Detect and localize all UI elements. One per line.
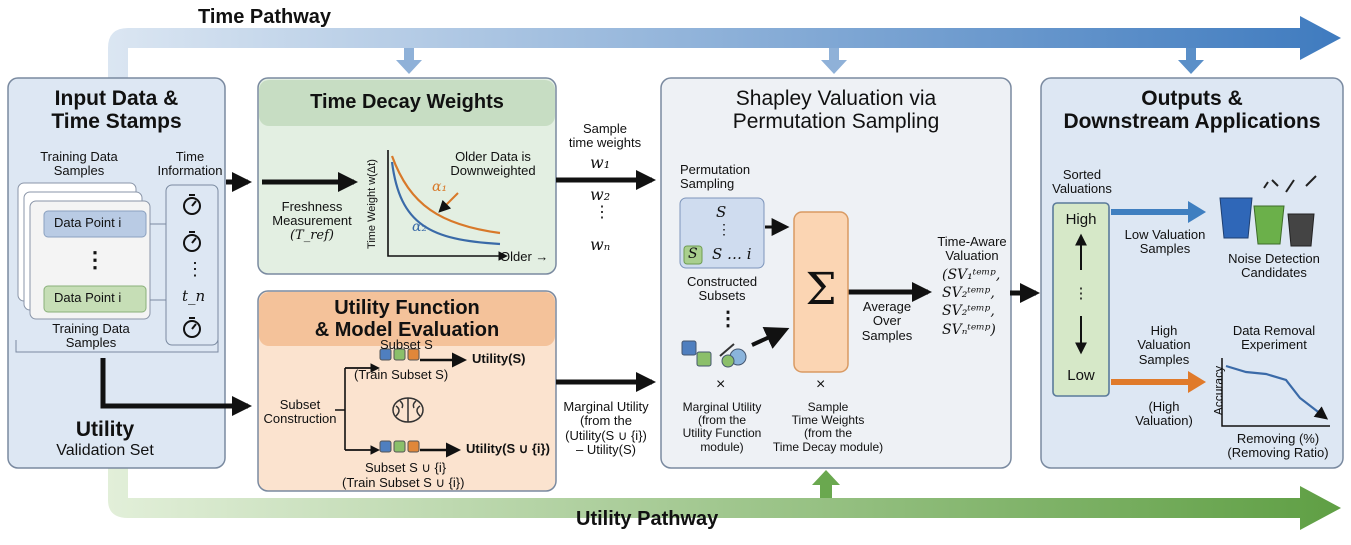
data-point-top: Data Point i [54,215,122,230]
time-aware-valuation-label: Time-Aware Valuation [937,234,1007,264]
panel-title: Utility Function & Model Evaluation [314,297,500,341]
panel-title: Shapley Valuation via Permutation Sampli… [732,87,940,133]
average-over-samples-label: Average Over Samples [861,299,913,343]
removal-chart [1221,358,1330,427]
utility-pathway-band [108,465,1341,530]
times-sign-right: × [816,376,826,393]
wn-label: wₙ [590,235,611,254]
w-dots: ⋮ [594,204,610,221]
time-pathway-label: Time Pathway [198,6,332,28]
train-subset-s-union-i-label: (Train Subset S ∪ {i}) [342,475,465,490]
marginal-utility-label: Marginal Utility (from the (Utility(S ∪ … [563,399,649,457]
utility-title: Utility [75,418,135,441]
subset-shapes-icon [681,340,747,368]
sigma-sum-icon: Σ [805,264,837,315]
high-valuation-samples-label: High Valuation Samples [1137,323,1191,367]
subset-tree [335,352,467,458]
marginal-utility-from-label: Marginal Utility (from the Utility Funct… [682,400,762,454]
time-aware-values: (SV₁ᵗᵉᵐᵖ, SV₂ᵗᵉᵐᵖ, SV₂ᵗᵉᵐᵖ, SVₙᵗᵉᵐᵖ) [942,267,1001,338]
times-sign-left: × [716,376,726,393]
train-subset-s-label: (Train Subset S) [354,367,449,382]
high-label: High [1065,211,1097,228]
w1-label: w₁ [590,153,611,172]
training-samples-label: Training Data Samples [40,149,118,179]
utility-pathway-rise [812,470,840,498]
sample-weights-label: Sample time weights [568,121,642,151]
freshness-label: Freshness Measurement (T_ref) [272,199,352,243]
y-axis-label: Time Weight w(Δt) [365,159,378,249]
panel-title: Outputs & Downstream Applications [1063,87,1321,133]
decay-chart [387,150,508,261]
time-pathway-drops [396,48,1204,74]
time-information-label: Time Information [157,149,223,179]
noise-detection-label: Noise Detection Candidates [1228,251,1320,281]
data-point-bottom: Data Point i [54,290,122,305]
alpha2-label: α₂ [412,219,428,235]
t-n-label: t_n [182,287,206,305]
sample-time-weights-label: Sample Time Weights (from the Time Decay… [772,400,884,454]
perm-s-label: S [716,203,727,221]
subset-blocks [379,348,420,453]
permutation-sampling-label: Permutation Sampling [680,162,751,192]
perm-dots: ⋮ [717,221,731,237]
validation-set-label: Validation Set [56,442,154,459]
training-samples-bottom-label: Training Data Samples [52,321,130,351]
x-axis-label: Older → [500,249,549,264]
perm-s-i-label: S … i [712,245,752,263]
stopwatch-icons [183,194,201,338]
data-point-ellipsis: ⋮ [84,247,106,272]
noise-buckets-icon [1219,175,1317,247]
low-label: Low [1067,367,1095,384]
subset-s-union-i-label: Subset S ∪ {i} [365,460,447,475]
time-ellipsis: ⋮ [186,259,204,279]
utility-s-union-i-label: Utility(S ∪ {i}) [466,441,550,456]
time-pathway-band [108,16,1341,80]
panel-title: Time Decay Weights [310,91,504,113]
flow-arrows [100,170,1040,416]
subset-construction-label: Subset Construction [263,397,337,427]
panel-title: Input Data & Time Stamps [51,87,182,133]
subset-s-label: Subset S [380,337,433,352]
sorted-dots: ⋮ [1073,285,1089,302]
low-valuation-samples-label: Low Valuation Samples [1124,227,1206,257]
w2-label: w₂ [590,185,611,204]
older-data-note: Older Data is Downweighted [450,149,536,179]
constructed-subsets-label: Constructed Subsets [686,274,758,304]
accuracy-axis-label: Accuracy [1211,365,1226,416]
brain-icon [392,397,424,423]
constructed-vdots: ⋮ [718,308,738,330]
data-removal-label: Data Removal Experiment [1232,323,1316,353]
removing-axis-label: Removing (%) (Removing Ratio) [1227,431,1329,461]
alpha1-label: α₁ [432,179,448,195]
utility-pathway-label: Utility Pathway [576,508,719,530]
perm-s-badge: S [688,246,698,262]
sorted-valuations-label: Sorted Valuations [1052,167,1112,197]
utility-s-label: Utility(S) [472,351,526,366]
high-valuation-note: (High Valuation) [1135,399,1193,429]
